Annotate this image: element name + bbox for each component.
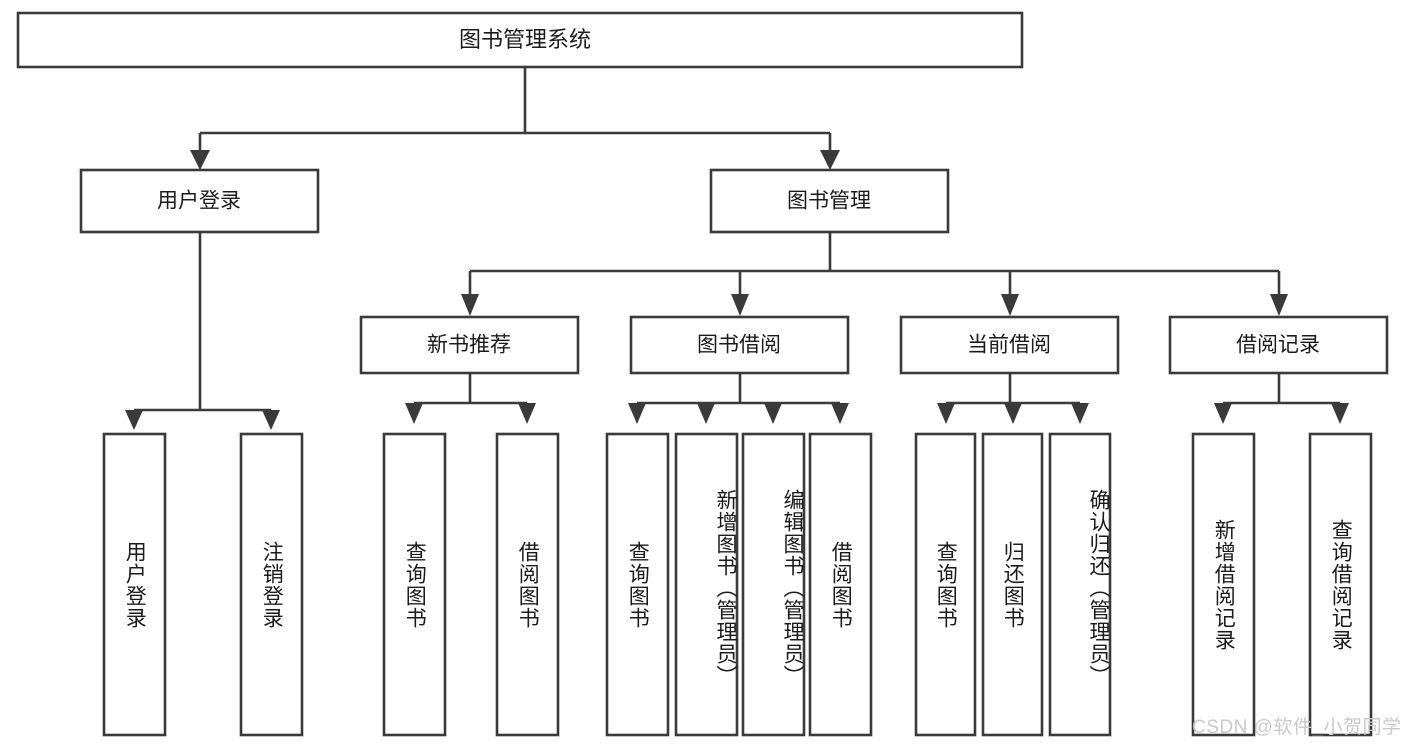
connectors-new-book-to-leaves bbox=[405, 373, 536, 424]
arrowhead-leaf-query-record bbox=[1331, 403, 1349, 424]
connectors-book-management-to-level3 bbox=[461, 232, 1288, 316]
leaf-query-record-box[interactable] bbox=[1308, 432, 1373, 737]
arrowhead-new-book-recommend bbox=[461, 294, 479, 316]
csdn-watermark: CSDN @软件_小贺同学 bbox=[1192, 717, 1402, 738]
leaf-add-record-box[interactable] bbox=[1191, 432, 1256, 737]
node-book-borrow-box[interactable] bbox=[629, 315, 850, 375]
arrowhead-leaf-add-record bbox=[1214, 403, 1232, 424]
node-borrow-record[interactable]: 借阅记录 bbox=[1168, 315, 1389, 375]
node-new-book-recommend-box[interactable] bbox=[359, 315, 580, 375]
arrowhead-leaf-add-book bbox=[697, 403, 715, 424]
leaf-query-book-1-box[interactable] bbox=[382, 432, 447, 737]
connectors-borrow-record-to-leaves bbox=[1214, 373, 1349, 424]
arrowhead-leaf-borrow-book-2 bbox=[831, 403, 849, 424]
node-user-login-box[interactable] bbox=[79, 168, 320, 234]
arrowhead-user-login bbox=[190, 150, 210, 170]
connectors-book-borrow-to-leaves bbox=[628, 373, 849, 424]
arrowhead-leaf-user-login bbox=[125, 410, 143, 430]
arrowhead-leaf-edit-book bbox=[764, 403, 782, 424]
node-book-management-box[interactable] bbox=[709, 168, 950, 234]
arrowhead-leaf-query-book-1 bbox=[405, 403, 423, 424]
node-book-management-label: 图书管理 bbox=[787, 190, 871, 213]
leaf-add-book-box[interactable] bbox=[674, 432, 739, 737]
arrowhead-leaf-query-book-3 bbox=[937, 403, 955, 424]
arrowhead-leaf-confirm-return bbox=[1071, 403, 1089, 424]
node-current-borrow-box[interactable] bbox=[899, 315, 1120, 375]
leaf-borrow-book-2-box[interactable] bbox=[808, 432, 873, 737]
connectors-root-to-level2 bbox=[190, 67, 840, 170]
arrowhead-borrow-record bbox=[1270, 294, 1288, 316]
leaf-borrow-book-1-box[interactable] bbox=[495, 432, 560, 737]
connectors-current-borrow-to-leaves bbox=[937, 373, 1089, 424]
leaf-boxes bbox=[102, 432, 1373, 737]
arrowhead-leaf-return-book bbox=[1004, 403, 1022, 424]
leaf-query-book-2-box[interactable] bbox=[605, 432, 670, 737]
node-new-book-recommend[interactable]: 新书推荐 bbox=[359, 315, 580, 375]
node-root-box[interactable] bbox=[16, 11, 1024, 69]
node-book-borrow-label: 图书借阅 bbox=[697, 334, 781, 357]
node-book-management[interactable]: 图书管理 bbox=[709, 168, 950, 234]
leaf-edit-book-box[interactable] bbox=[741, 432, 806, 737]
node-root[interactable]: 图书管理系统 bbox=[16, 11, 1024, 69]
arrowhead-book-management bbox=[820, 150, 840, 170]
node-user-login[interactable]: 用户登录 bbox=[79, 168, 320, 234]
leaf-user-login-box[interactable] bbox=[102, 432, 167, 737]
leaf-logout-login-box[interactable] bbox=[239, 432, 304, 737]
leaf-confirm-return-box[interactable] bbox=[1048, 432, 1112, 737]
node-borrow-record-box[interactable] bbox=[1168, 315, 1389, 375]
connectors-user-login-to-leaves bbox=[125, 232, 280, 430]
node-current-borrow[interactable]: 当前借阅 bbox=[899, 315, 1120, 375]
node-book-borrow[interactable]: 图书借阅 bbox=[629, 315, 850, 375]
arrowhead-book-borrow bbox=[731, 294, 749, 316]
node-new-book-recommend-label: 新书推荐 bbox=[427, 334, 511, 357]
node-user-login-label: 用户登录 bbox=[157, 190, 241, 213]
node-borrow-record-label: 借阅记录 bbox=[1236, 334, 1320, 357]
leaf-query-book-3-box[interactable] bbox=[914, 432, 977, 737]
arrowhead-current-borrow bbox=[1001, 294, 1019, 316]
leaf-return-book-box[interactable] bbox=[981, 432, 1044, 737]
arrowhead-leaf-borrow-book-1 bbox=[518, 403, 536, 424]
arrowhead-leaf-logout-login bbox=[262, 410, 280, 430]
node-current-borrow-label: 当前借阅 bbox=[967, 334, 1051, 357]
arrowhead-leaf-query-book-2 bbox=[628, 403, 646, 424]
node-root-label: 图书管理系统 bbox=[459, 27, 591, 52]
